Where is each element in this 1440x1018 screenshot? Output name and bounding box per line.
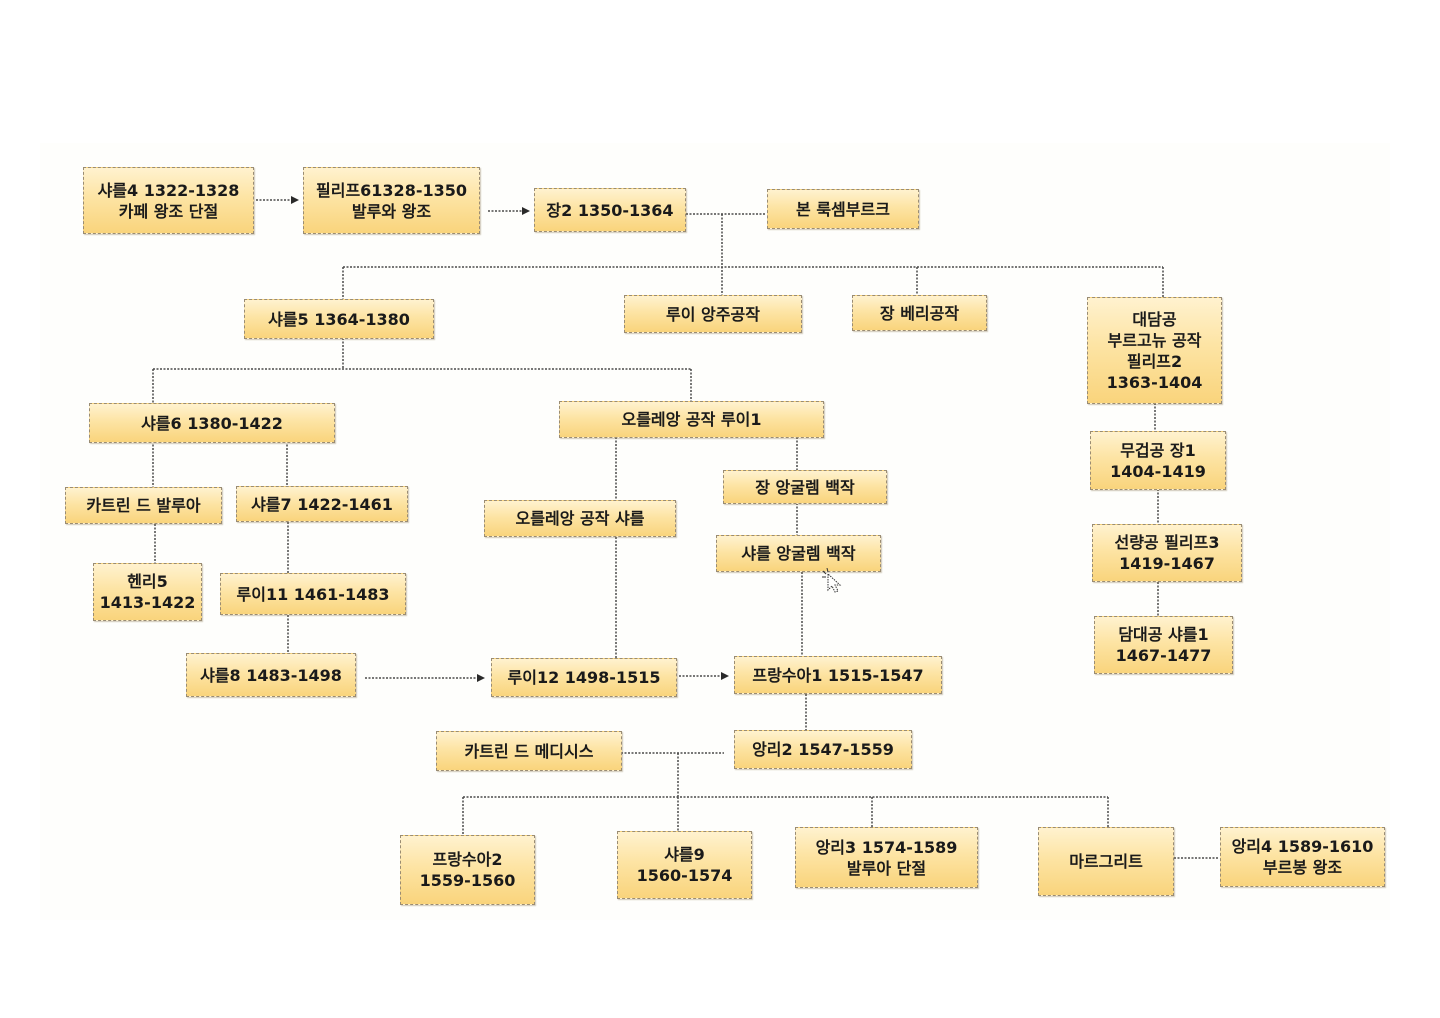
node-charles1: 담대공 샤를1 1467-1477 [1094,616,1233,674]
node-label: 장 베리공작 [879,303,960,323]
node-henri2: 앙리2 1547-1559 [734,730,912,769]
node-charles7: 샤를7 1422-1461 [236,486,408,522]
node-label: 카트린 드 메디시스 [464,741,594,761]
node-label: 샤를4 1322-1328 카페 왕조 단절 [97,180,240,221]
node-label: 오를레앙 공작 루이1 [621,410,762,429]
node-louis-anjou: 루이 앙주공작 [624,295,802,333]
node-label: 샤를5 1364-1380 [268,309,410,329]
node-label: 샤를6 1380-1422 [141,413,283,433]
node-bonne: 본 룩셈부르크 [767,189,919,229]
node-charles6: 샤를6 1380-1422 [89,403,335,443]
node-francois1: 프랑수아1 1515-1547 [734,656,942,694]
node-label: 샤를9 1560-1574 [636,845,733,885]
node-label: 프랑수아2 1559-1560 [419,850,516,890]
node-label: 앙리3 1574-1589 발루아 단절 [815,837,958,878]
node-jean1: 무겁공 장1 1404-1419 [1090,431,1226,490]
node-philippe2-bourgogne: 대담공 부르고뉴 공작 필리프2 1363-1404 [1087,297,1222,404]
node-label: 앙리2 1547-1559 [752,740,894,759]
mouse-pointer-icon [822,568,842,593]
node-label: 장2 1350-1364 [546,200,674,220]
node-label: 루이12 1498-1515 [507,668,661,687]
node-francois2: 프랑수아2 1559-1560 [400,835,535,905]
node-label: 루이 앙주공작 [666,304,760,324]
node-label: 샤를 앙굴렘 백작 [741,544,856,563]
node-label: 무겁공 장1 1404-1419 [1110,440,1206,481]
node-jean-angouleme: 장 앙굴렘 백작 [723,470,887,504]
node-philippe6: 필리프61328-1350 발루와 왕조 [303,167,480,234]
node-charles9: 샤를9 1560-1574 [617,831,752,899]
node-louis12: 루이12 1498-1515 [491,658,677,697]
node-label: 샤를8 1483-1498 [200,665,342,685]
node-charles8: 샤를8 1483-1498 [186,653,356,697]
node-label: 담대공 샤를1 1467-1477 [1115,625,1212,665]
node-catherine-medici: 카트린 드 메디시스 [436,731,622,771]
node-marguerite: 마르그리트 [1038,827,1174,896]
node-henri4: 앙리4 1589-1610 부르봉 왕조 [1220,827,1385,887]
node-charles4: 샤를4 1322-1328 카페 왕조 단절 [83,167,254,234]
node-label: 장 앙굴렘 백작 [755,477,855,497]
node-charles-angouleme: 샤를 앙굴렘 백작 [716,535,881,572]
node-label: 필리프61328-1350 발루와 왕조 [316,180,467,221]
node-henry5: 헨리5 1413-1422 [93,563,202,621]
node-henri3: 앙리3 1574-1589 발루아 단절 [795,827,978,888]
node-label: 헨리5 1413-1422 [99,572,196,612]
node-label: 앙리4 1589-1610 부르봉 왕조 [1231,837,1374,877]
node-label: 루이11 1461-1483 [236,584,390,604]
node-jean-berry: 장 베리공작 [852,295,987,331]
node-louis1-orleans: 오를레앙 공작 루이1 [559,401,824,438]
node-charles-orleans: 오를레앙 공작 샤를 [484,500,676,537]
node-label: 샤를7 1422-1461 [251,494,393,514]
node-label: 마르그리트 [1069,852,1143,871]
node-label: 대담공 부르고뉴 공작 필리프2 1363-1404 [1106,309,1203,392]
node-label: 본 룩셈부르크 [796,199,890,219]
node-philippe3: 선량공 필리프3 1419-1467 [1092,524,1242,582]
node-catherine-valois: 카트린 드 발루아 [65,487,222,524]
node-label: 선량공 필리프3 1419-1467 [1114,533,1220,573]
node-label: 프랑수아1 1515-1547 [752,665,924,685]
node-charles5: 샤를5 1364-1380 [244,299,434,339]
node-label: 카트린 드 발루아 [86,496,201,515]
node-label: 오를레앙 공작 샤를 [515,509,645,528]
node-louis11: 루이11 1461-1483 [220,573,406,615]
node-jean2: 장2 1350-1364 [534,188,686,232]
